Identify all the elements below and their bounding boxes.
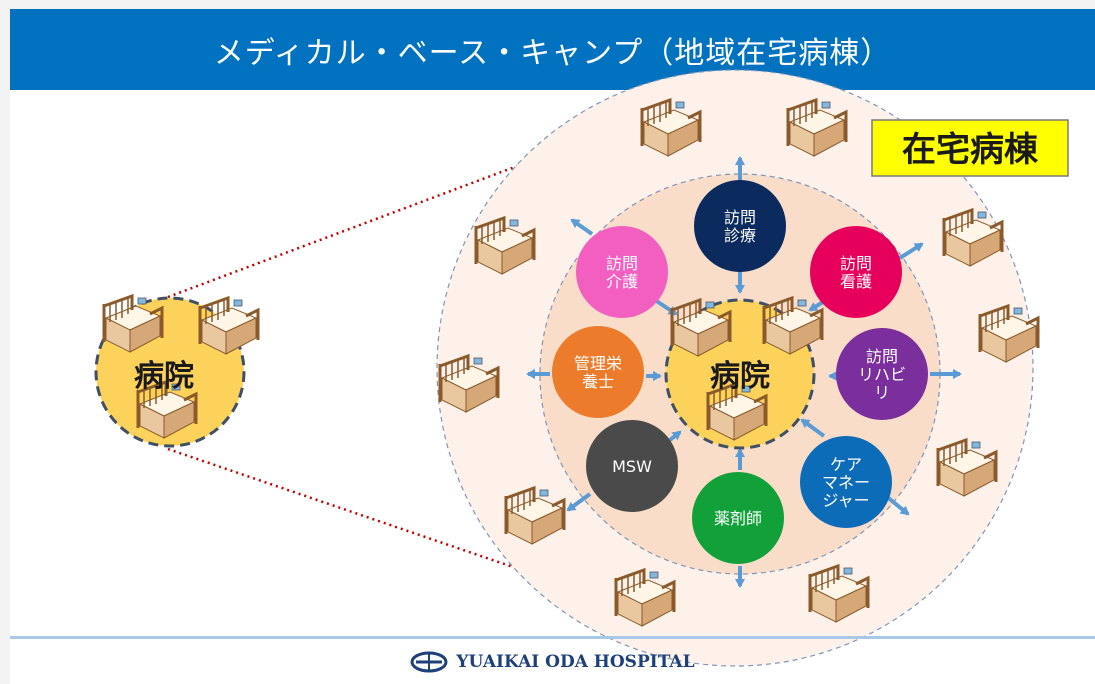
center-hospital-label: 病院 bbox=[710, 359, 770, 394]
role-label: 介護 bbox=[606, 272, 638, 291]
footer-hospital-name: YUAIKAI ODA HOSPITAL bbox=[456, 652, 695, 672]
role-label: リ bbox=[874, 383, 890, 402]
page-title: メディカル・ベース・キャンプ（地域在宅病棟） bbox=[213, 35, 892, 71]
role-pharmacist: 薬剤師 bbox=[692, 472, 784, 564]
title-bar: メディカル・ベース・キャンプ（地域在宅病棟） bbox=[10, 9, 1095, 90]
left-hospital-label: 病院 bbox=[134, 359, 194, 394]
footer: YUAIKAI ODA HOSPITAL bbox=[10, 640, 1095, 684]
role-circle bbox=[800, 436, 892, 528]
role-circle bbox=[810, 226, 902, 318]
role-label: 看護 bbox=[840, 272, 872, 291]
role-circle bbox=[692, 472, 784, 564]
role-label: 診療 bbox=[724, 226, 756, 245]
role-label: 養士 bbox=[582, 372, 614, 391]
role-label: 訪問 bbox=[840, 254, 872, 273]
role-label: 訪問 bbox=[606, 254, 638, 273]
role-circle bbox=[552, 326, 644, 418]
role-label: 訪問 bbox=[866, 347, 898, 366]
role-label: ケア bbox=[830, 455, 862, 474]
ward-label-box bbox=[871, 119, 1069, 177]
footer-divider bbox=[10, 636, 1095, 639]
role-msw: MSW bbox=[586, 420, 678, 512]
role-circle bbox=[836, 328, 928, 420]
outward-arrows bbox=[526, 156, 962, 588]
role-circle bbox=[576, 226, 668, 318]
role-label: ジャー bbox=[822, 491, 869, 510]
role-label: リハビ bbox=[858, 365, 906, 384]
bed-icon bbox=[198, 296, 260, 356]
role-circle bbox=[586, 420, 678, 512]
top-strip bbox=[0, 0, 1095, 9]
role-circle bbox=[694, 180, 786, 272]
role-label: 訪問 bbox=[724, 208, 756, 227]
role-label: マネー bbox=[822, 473, 870, 492]
left-strip bbox=[0, 9, 10, 684]
role-label: 管理栄 bbox=[574, 354, 622, 373]
role-label: MSW bbox=[612, 457, 652, 476]
ward-label: 在宅病棟 bbox=[902, 130, 1039, 170]
hospital-logo-icon bbox=[410, 651, 448, 673]
role-label: 薬剤師 bbox=[714, 509, 762, 528]
